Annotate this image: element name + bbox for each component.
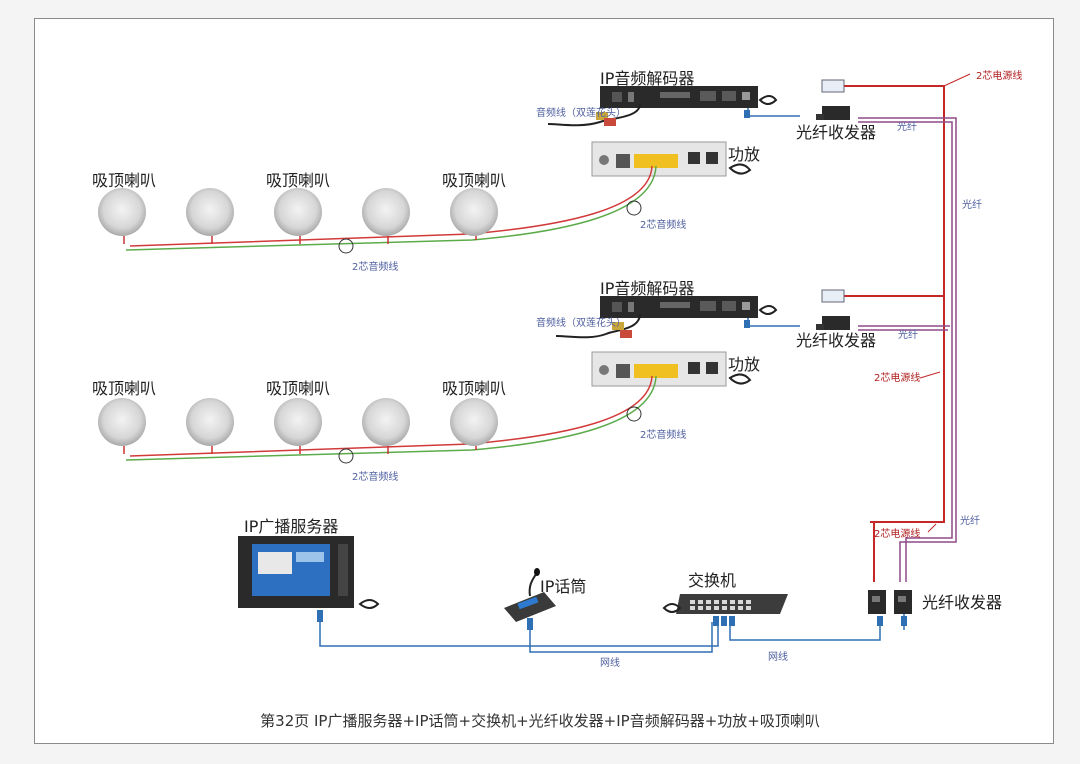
- server-label: IP广播服务器: [244, 517, 338, 536]
- top-speakers: [98, 188, 498, 244]
- diagram-frame: [34, 18, 1054, 744]
- top-speaker-3: [274, 188, 322, 236]
- top-amp-cable-label: 2芯音频线: [640, 218, 686, 231]
- bottom-fiber-label: 光纤收发器: [796, 331, 876, 350]
- switch-fiber-net-cable: [729, 622, 881, 641]
- network-switch: [676, 594, 788, 614]
- top-speaker-group-label-2: 吸顶喇叭: [266, 171, 330, 190]
- bottom-amplifier: [591, 351, 727, 387]
- bottom-speaker-4: [362, 398, 410, 446]
- top-amplifier: [591, 141, 727, 177]
- bottom-speaker-5: [450, 398, 498, 446]
- fiber-cable-label-mid: 光纤: [962, 198, 982, 211]
- net-cable-label-left: 网线: [600, 656, 620, 669]
- top-audio-rca-cable: [547, 103, 641, 127]
- fiber-cable-label-low: 光纤: [960, 514, 980, 527]
- bottom-speaker-group-label-2: 吸顶喇叭: [266, 379, 330, 398]
- switch-power-cord: [662, 603, 682, 613]
- ip-broadcast-server: [238, 536, 354, 608]
- top-power-adapter: [821, 79, 845, 93]
- bottom-decoder-power-cord: [758, 305, 778, 315]
- top-amp-label: 功放: [728, 145, 760, 164]
- page-caption: 第32页 IP广播服务器+IP话筒+交换机+光纤收发器+IP音频解码器+功放+吸…: [260, 712, 820, 730]
- bottom-fiber-transceiver: [822, 316, 850, 330]
- mic-label: IP话筒: [540, 577, 586, 596]
- bottom-unit: IP音频解码器 音频线（双莲花头） 光纤收发器 功放: [92, 279, 876, 483]
- top-decoder-label: IP音频解码器: [600, 69, 694, 88]
- top-decoder-device: [600, 86, 758, 108]
- top-amp-power-cord: [728, 163, 752, 175]
- bottom-speaker-group-label-3: 吸顶喇叭: [442, 379, 506, 398]
- top-speaker-1: [98, 188, 146, 236]
- bottom-speaker-1: [98, 398, 146, 446]
- top-speaker-4: [362, 188, 410, 236]
- net-cable-label-right: 网线: [768, 650, 788, 663]
- bottom-speaker-2: [186, 398, 234, 446]
- bottom-speaker-cable-label: 2芯音频线: [352, 470, 398, 483]
- top-decoder-power-cord: [758, 95, 778, 105]
- top-fiber-label: 光纤收发器: [796, 123, 876, 142]
- top-unit: IP音频解码器 音频线（双莲花头） 光纤收发器: [92, 69, 876, 273]
- server-net-cable: [319, 612, 719, 647]
- bottom-audio-cable-label: 音频线（双莲花头）: [536, 316, 626, 329]
- bottom-speaker-group-label-1: 吸顶喇叭: [92, 379, 156, 398]
- fiber-cable-label-bottom-unit: 光纤: [898, 328, 918, 341]
- power-cable-label-bottom-unit: 2芯电源线: [874, 371, 920, 384]
- bottom-decoder-device: [600, 296, 758, 318]
- bottom-audio-rca-cable: [555, 313, 641, 339]
- bottom-fiber-transceivers: [868, 590, 912, 614]
- bottom-amp-cable-label: 2芯音频线: [640, 428, 686, 441]
- bottom-row: IP广播服务器 IP话筒 交换机: [238, 517, 1002, 669]
- fiber-cable-label-top: 光纤: [897, 120, 917, 133]
- power-cable-label-top: 2芯电源线: [976, 69, 1022, 82]
- top-speaker-group-label-3: 吸顶喇叭: [442, 171, 506, 190]
- top-audio-cable-label: 音频线（双莲花头）: [536, 106, 626, 119]
- bottom-speaker-3: [274, 398, 322, 446]
- bottom-fiber-transceiver-label: 光纤收发器: [922, 593, 1002, 612]
- bottom-speakers: [98, 398, 498, 454]
- bottom-amp-label: 功放: [728, 355, 760, 374]
- top-speaker-2: [186, 188, 234, 236]
- mic-net-cable: [529, 622, 713, 653]
- bottom-amp-power-cord: [728, 373, 752, 385]
- ip-microphone: [504, 568, 556, 622]
- fiber-wiring: [858, 117, 957, 582]
- top-decoder-net: [747, 108, 800, 117]
- top-speaker-5: [450, 188, 498, 236]
- power-cable-label-low: 2芯电源线: [874, 527, 920, 540]
- bottom-decoder-net: [747, 318, 800, 327]
- top-speaker-cable-label: 2芯音频线: [352, 260, 398, 273]
- power-wiring: [842, 73, 971, 582]
- server-power-cord: [358, 599, 380, 609]
- bottom-power-adapter: [821, 289, 845, 303]
- top-speaker-group-label-1: 吸顶喇叭: [92, 171, 156, 190]
- switch-label: 交换机: [688, 571, 736, 590]
- top-fiber-transceiver: [822, 106, 850, 120]
- bottom-decoder-label: IP音频解码器: [600, 279, 694, 298]
